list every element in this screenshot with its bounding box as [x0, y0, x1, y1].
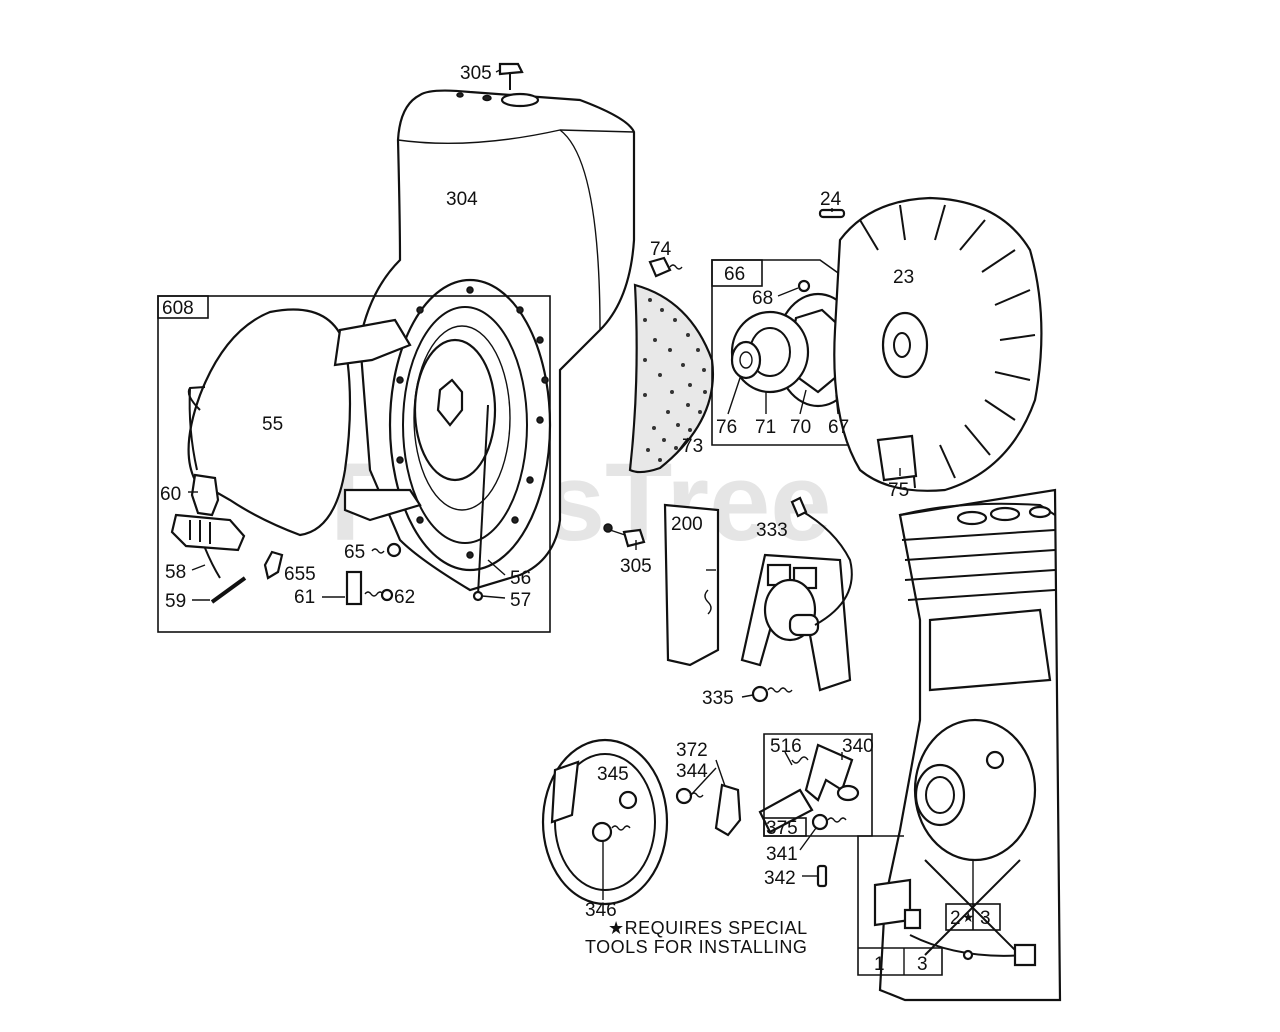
callout-75: 75	[888, 480, 909, 501]
callout-516: 516	[770, 736, 802, 757]
callout-2: 2	[950, 908, 961, 929]
callout-341: 341	[766, 844, 798, 865]
starter-clutch[interactable]	[730, 279, 862, 408]
callout-56: 56	[510, 568, 531, 589]
callout-655: 655	[284, 564, 316, 585]
callout-3b: 3	[917, 954, 928, 975]
callout-335: 335	[702, 688, 734, 709]
callout-24: 24	[820, 189, 842, 210]
callout-305-mid: 305	[620, 556, 652, 577]
air-vane[interactable]	[663, 503, 720, 667]
clip-655	[263, 550, 284, 580]
callout-342: 342	[764, 868, 796, 889]
starter-kit-box-608: 608	[157, 295, 551, 633]
flywheel-brake-pulley[interactable]	[541, 738, 669, 906]
screw-305-mid	[603, 523, 646, 548]
installation-note: ★REQUIRES SPECIAL TOOLS FOR INSTALLING	[585, 918, 808, 957]
screw-65	[371, 542, 402, 558]
box-1-3	[857, 835, 943, 976]
callout-346: 346	[585, 900, 617, 921]
blower-housing[interactable]	[358, 89, 636, 602]
spring-62-61	[345, 570, 394, 606]
callout-608: 608	[162, 298, 194, 319]
callout-76: 76	[716, 417, 737, 438]
rope-pin-59	[210, 576, 247, 604]
callout-344: 344	[676, 761, 708, 782]
callout-73: 73	[682, 436, 703, 457]
screw-335	[751, 685, 793, 703]
callout-1: 1	[874, 954, 885, 975]
note-line2: TOOLS FOR INSTALLING	[585, 937, 807, 957]
screw-305-top	[498, 62, 524, 90]
callout-71: 71	[755, 417, 776, 438]
callout-304: 304	[446, 189, 478, 210]
callout-66: 66	[724, 264, 745, 285]
callout-55: 55	[262, 414, 283, 435]
callout-58: 58	[165, 562, 186, 583]
callout-67: 67	[828, 417, 849, 438]
callout-200: 200	[671, 514, 703, 535]
leader-lines	[188, 69, 974, 930]
callout-68: 68	[752, 288, 773, 309]
callout-60: 60	[160, 484, 181, 505]
callout-3a: 3	[980, 908, 991, 929]
callout-74: 74	[650, 239, 672, 260]
callout-62: 62	[394, 587, 415, 608]
callout-345: 345	[597, 764, 629, 785]
callout-375: 375	[766, 818, 798, 839]
callout-59: 59	[165, 591, 186, 612]
callout-70: 70	[790, 417, 811, 438]
note-line1: ★REQUIRES SPECIAL	[608, 918, 808, 938]
callout-65: 65	[344, 542, 365, 563]
callout-23: 23	[893, 267, 914, 288]
callout-labels: 305 304 55 60 58 59 655 65 61 62 56 57 3…	[160, 63, 991, 975]
engine-block[interactable]	[873, 488, 1062, 1002]
callout-372: 372	[676, 740, 708, 761]
callout-305-top: 305	[460, 63, 492, 84]
callout-57: 57	[510, 590, 531, 611]
starter-handle[interactable]	[170, 473, 246, 579]
starter-cover[interactable]	[187, 308, 422, 537]
callout-333: 333	[756, 520, 788, 541]
screw-74	[648, 256, 683, 278]
rotating-screen	[628, 283, 714, 474]
armature[interactable]	[740, 496, 853, 692]
callout-340: 340	[842, 736, 874, 757]
callout-61: 61	[294, 587, 315, 608]
flange-holes	[396, 286, 549, 559]
flywheel[interactable]	[833, 196, 1043, 492]
callout-star: ★	[962, 909, 975, 925]
brake-linkage[interactable]	[675, 743, 860, 888]
